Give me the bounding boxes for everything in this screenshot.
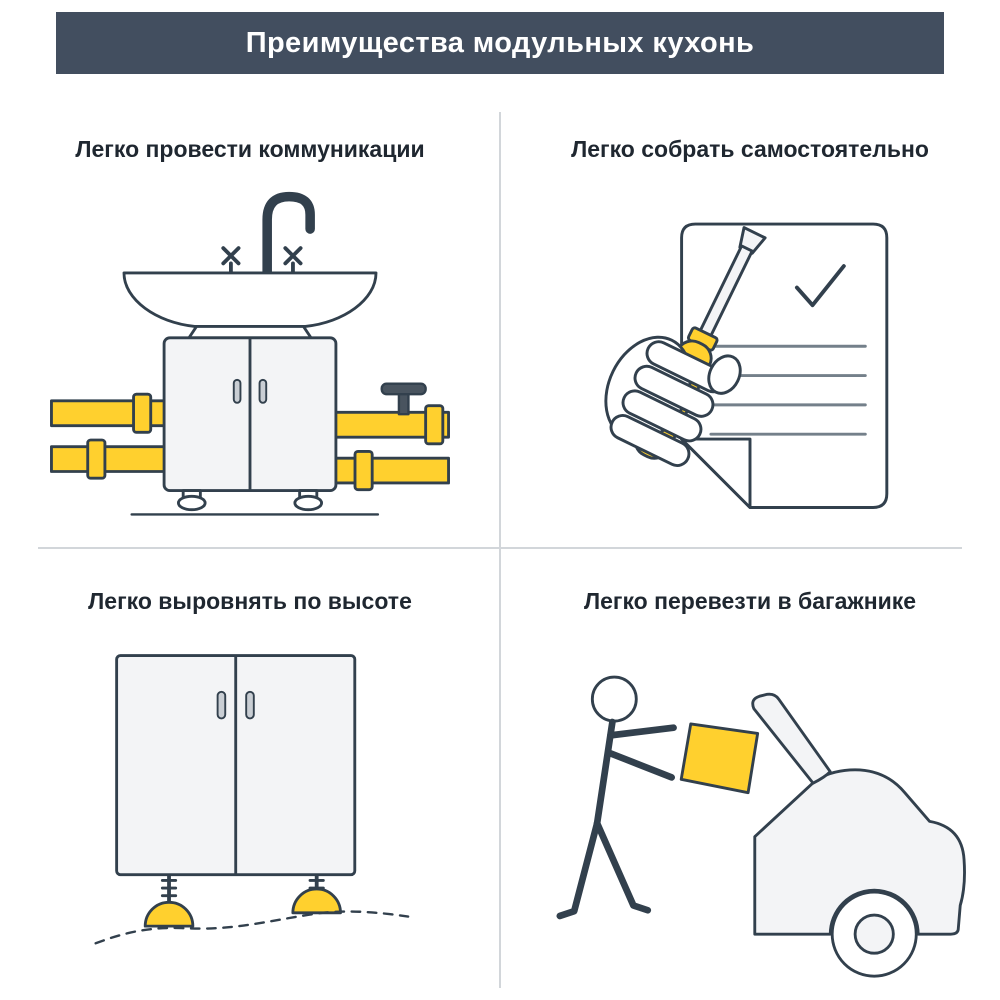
quadrant-trunk-transport: Легко перевезти в багажнике: [500, 552, 1000, 1000]
screwdriver-checklist-illustration: [500, 163, 1000, 548]
car-icon: [751, 692, 966, 978]
sink-cabinet-with-pipes-icon: [50, 191, 450, 516]
horizontal-divider: [38, 547, 962, 549]
faucet-icon: [221, 191, 315, 278]
pipe-valve-icon: [380, 381, 427, 415]
yellow-pipes: [50, 392, 450, 491]
folded-corner: [680, 437, 752, 509]
hand-screwdriver-checklist-icon: [604, 222, 889, 509]
person-icon: [556, 675, 677, 919]
uneven-floor-line: [94, 909, 410, 944]
cargo-box: [679, 721, 760, 794]
sink-pedestal: [187, 324, 313, 339]
adjustable-foot-left: [143, 874, 195, 928]
vertical-divider: [499, 112, 501, 988]
adjustable-foot-right: [291, 874, 342, 914]
quadrant-caption-self-assembly: Легко собрать самостоятельно: [571, 136, 929, 162]
car-loading-illustration: [500, 615, 1000, 1000]
fist-icon: [604, 335, 742, 467]
screwdriver-in-hand: [604, 225, 767, 467]
page-title: Преимущества модульных кухонь: [245, 26, 755, 59]
cabinet-adjustable-feet-icon: [94, 653, 410, 944]
sink-bowl: [122, 271, 378, 328]
quadrant-caption-height-leveling: Легко выровнять по высоте: [88, 588, 412, 614]
sink-cabinet: [162, 335, 338, 492]
quadrant-caption-communications: Легко провести коммуникации: [75, 136, 425, 162]
quadrant-self-assembly: Легко собрать самостоятельно: [500, 100, 1000, 548]
checkmark-icon: [794, 263, 846, 307]
quadrant-communications: Легко провести коммуникации: [0, 100, 500, 548]
open-trunk-lid: [751, 692, 832, 785]
leveling-cabinet-illustration: [0, 615, 500, 1000]
checklist-paper: [680, 222, 889, 509]
header-banner: Преимущества модульных кухонь: [56, 12, 944, 74]
checklist-lines: [704, 344, 867, 436]
quadrant-height-leveling: Легко выровнять по высоте: [0, 552, 500, 1000]
quadrant-caption-trunk-transport: Легко перевезти в багажнике: [583, 588, 917, 614]
loading-box-into-car-trunk-icon: [556, 675, 966, 978]
sink-cabinet-illustration: [0, 163, 500, 548]
cabinet-feet: [176, 488, 324, 511]
cabinet: [115, 653, 357, 876]
